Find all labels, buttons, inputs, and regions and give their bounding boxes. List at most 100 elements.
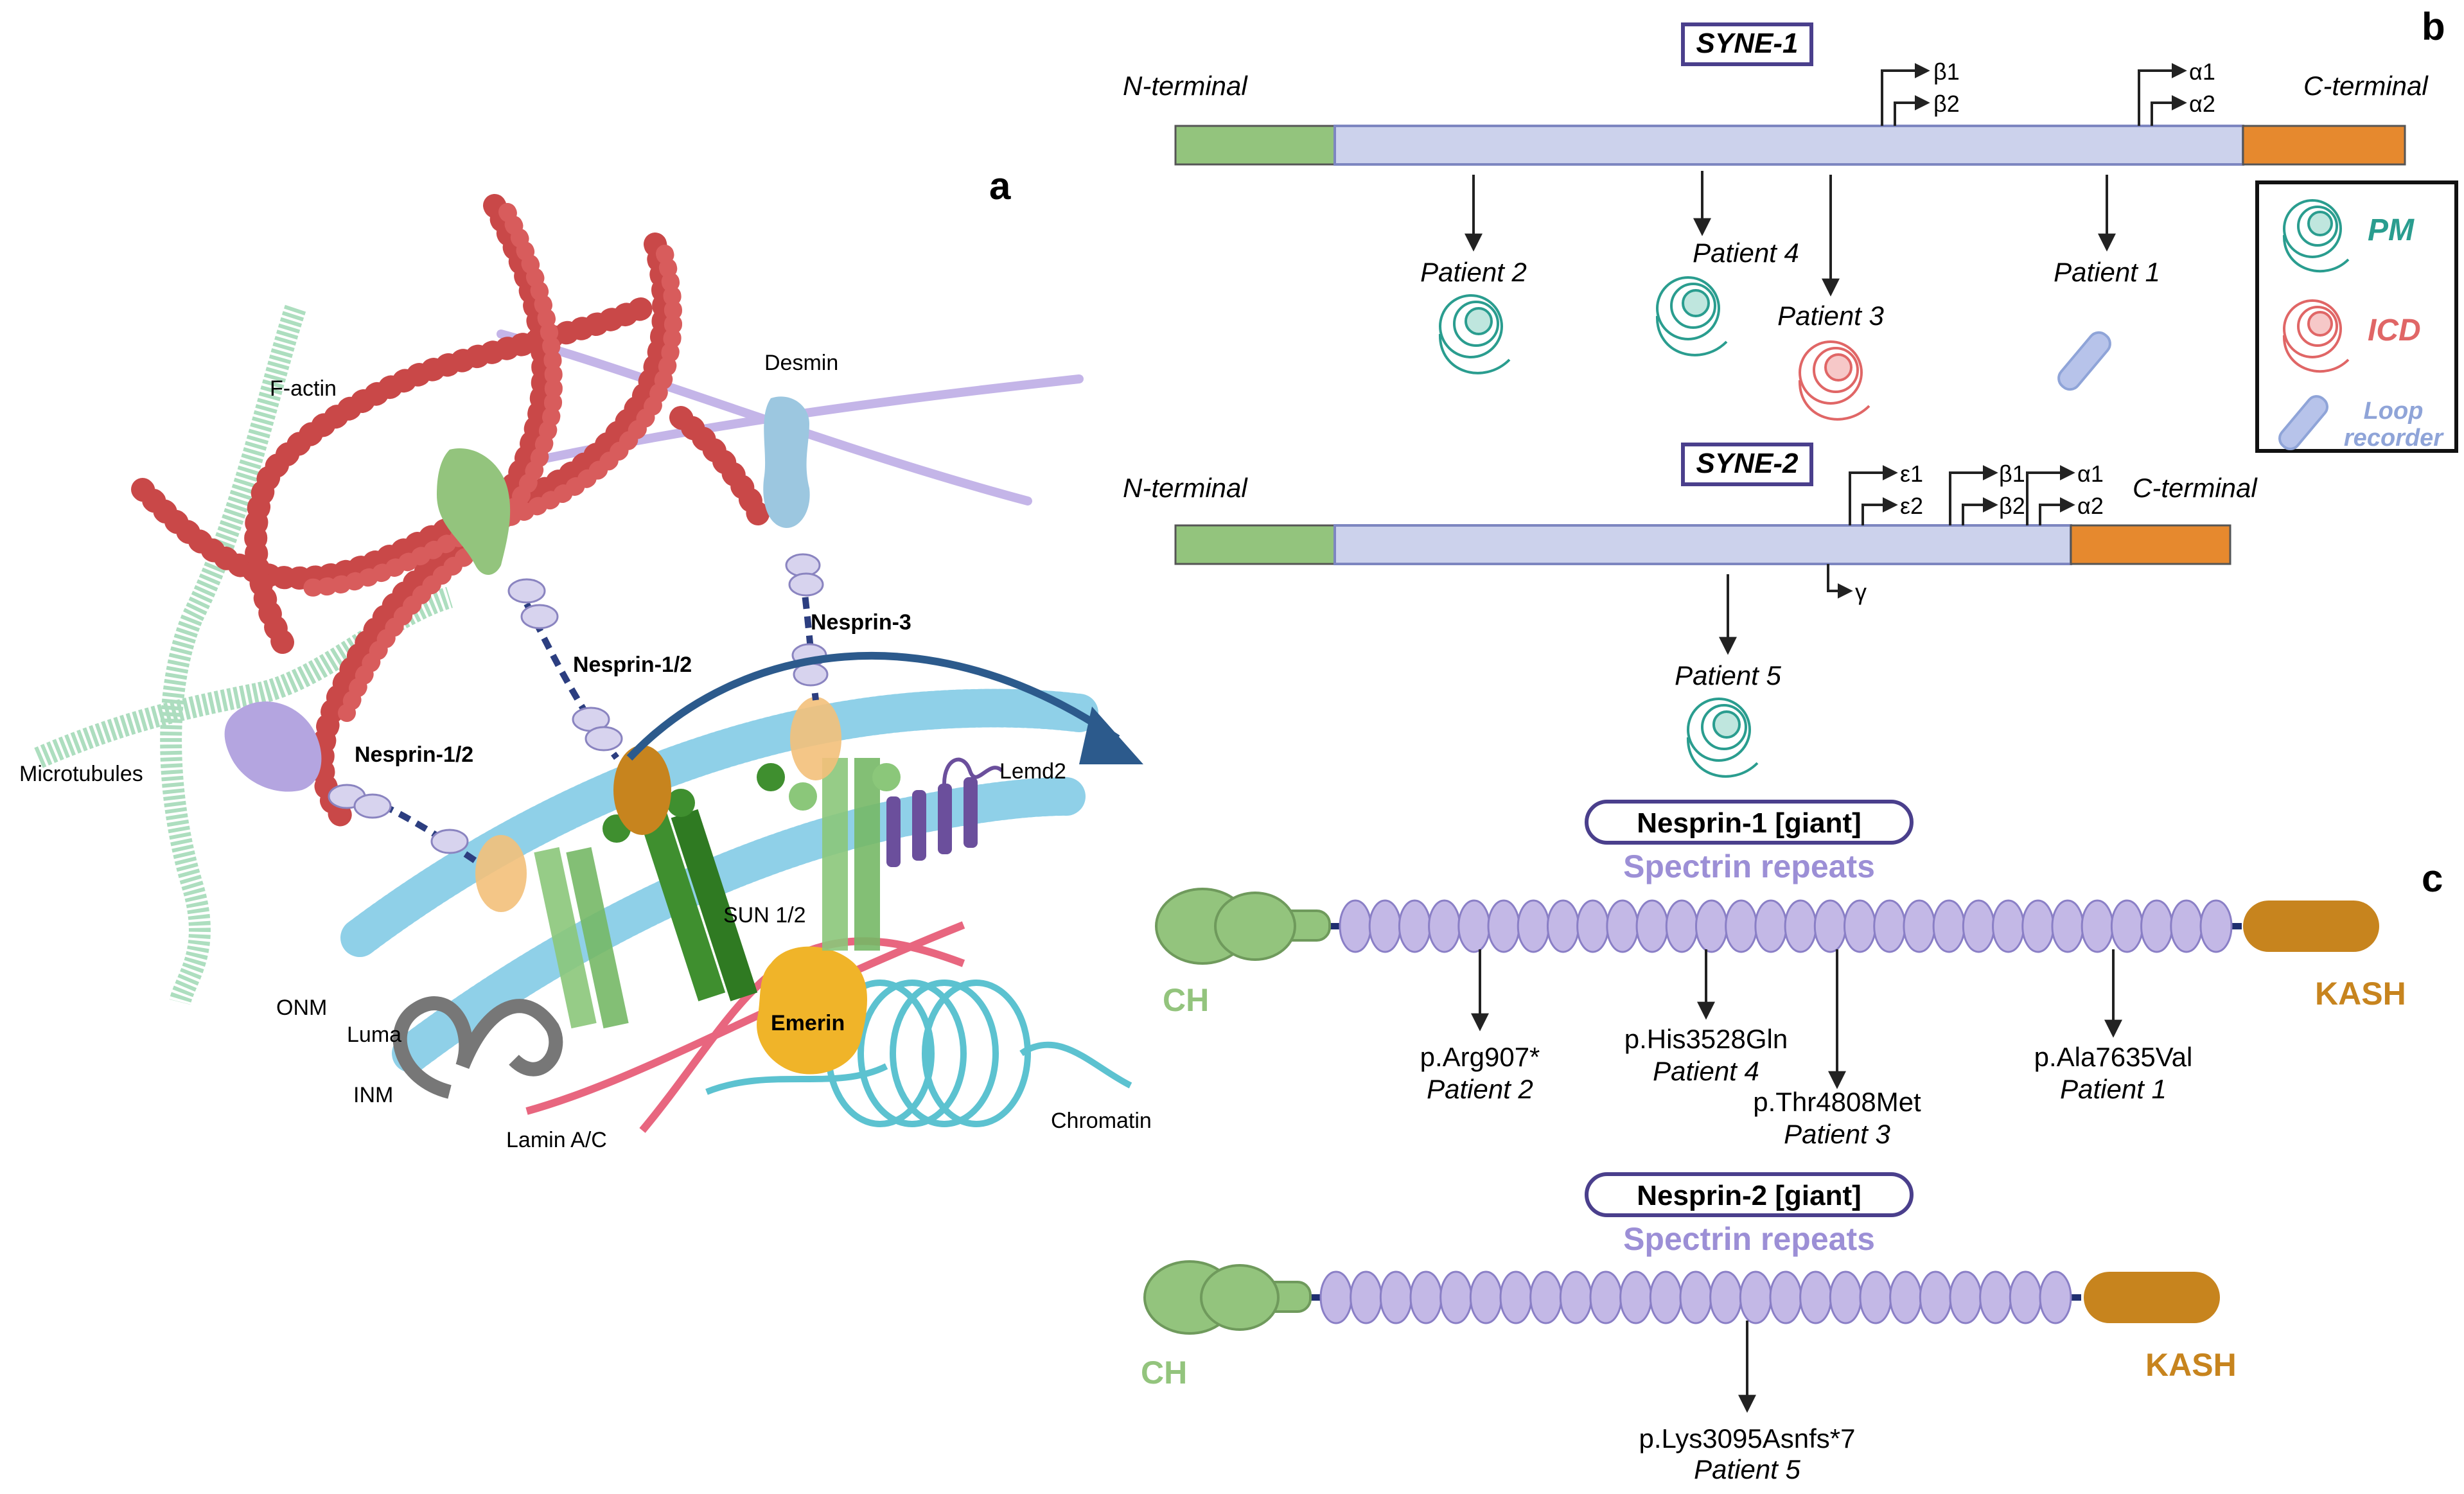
label-lemd2: Lemd2 xyxy=(999,759,1066,784)
spectrin-repeat xyxy=(2110,899,2143,953)
pacemaker-icon xyxy=(1438,294,1511,374)
panel-a-letter: a xyxy=(989,164,1011,207)
syne2-n-terminal: N-terminal xyxy=(1123,473,1248,503)
spectrin-repeat xyxy=(1635,899,1669,953)
luma-coil xyxy=(392,996,563,1099)
nesprin1-title-box xyxy=(1585,800,1914,845)
nesprin2-ch-label: CH xyxy=(1141,1355,1187,1391)
nesprin2-kash-label: KASH xyxy=(2145,1347,2237,1383)
label-nesprin12-left: Nesprin-1/2 xyxy=(355,743,473,767)
legend-loop-label-2: recorder xyxy=(2344,425,2444,452)
syne1-n-domain xyxy=(1174,125,1336,166)
spectrin-repeat xyxy=(1379,1270,1412,1324)
spectrin-repeat xyxy=(1606,899,1639,953)
spectrin-repeat xyxy=(1739,1270,1772,1324)
label-sun: SUN 1/2 xyxy=(723,903,806,927)
label-emerin: Emerin xyxy=(771,1011,845,1035)
syne2-promoter-a1: α1 xyxy=(2077,461,2104,487)
nesprin-head-actin xyxy=(437,448,511,575)
spectrin-repeat xyxy=(1649,1270,1682,1324)
syne2-title: SYNE-2 xyxy=(1696,448,1799,479)
spectrin-repeat xyxy=(1889,1270,1923,1324)
spectrin-repeat xyxy=(2039,1270,2072,1324)
microtubules-shape xyxy=(34,304,453,1005)
spectrin-repeat xyxy=(1319,1270,1353,1324)
syne1-patient-2: Patient 2 xyxy=(1420,257,1527,287)
variant-p-thr4808met: p.Thr4808Met xyxy=(1753,1087,1921,1117)
spectrin-repeat xyxy=(1439,1270,1473,1324)
panel-c-letter: c xyxy=(2422,857,2443,900)
nesprin1-variant-arrows xyxy=(1471,949,2122,1089)
spectrin-beads xyxy=(328,553,829,854)
nesprin2-subtitle: Spectrin repeats xyxy=(1623,1221,1875,1257)
syne1-rod-domain xyxy=(1333,125,2244,166)
spectrin-repeat xyxy=(1844,899,1877,953)
spectrin-repeat xyxy=(1576,899,1610,953)
loop-recorder-icon xyxy=(2057,331,2111,391)
nesprin-head-desmin xyxy=(763,396,810,528)
variant-p-ala7635val: p.Ala7635Val xyxy=(2034,1042,2193,1072)
variant-p-lys3095asnfs: p.Lys3095Asnfs*7 xyxy=(1639,1423,1855,1454)
syne1-patient-3: Patient 3 xyxy=(1777,301,1884,331)
spectrin-repeat xyxy=(1799,1270,1833,1324)
emerin-shape xyxy=(757,946,867,1075)
nesprin1-title: Nesprin-1 [giant] xyxy=(1637,807,1861,839)
panel-b: b SYNE-1 N-terminal C-terminal β1 β2 α1 … xyxy=(1123,5,2458,778)
nesprin2-spectrin-repeats xyxy=(1319,1270,2072,1324)
spectrin-repeat xyxy=(2081,899,2114,953)
icd-icon xyxy=(1798,340,1870,421)
spectrin-repeat xyxy=(1469,1270,1502,1324)
syne2-promoter-a2: α2 xyxy=(2077,493,2104,519)
nesprin1-ch-label: CH xyxy=(1163,982,1209,1018)
variant-patient-5: Patient 5 xyxy=(1694,1454,1800,1484)
spectrin-repeat xyxy=(1873,899,1906,953)
syne1-patient-1: Patient 1 xyxy=(2054,257,2160,287)
label-luma: Luma xyxy=(347,1023,401,1047)
spectrin-repeat xyxy=(1398,899,1431,953)
f-actin-strand-2 xyxy=(296,203,683,722)
nesprin1-subtitle: Spectrin repeats xyxy=(1623,848,1875,884)
spectrin-repeat xyxy=(1679,1270,1712,1324)
spectrin-repeat xyxy=(1979,1270,2012,1324)
variant-p-his3528gln: p.His3528Gln xyxy=(1624,1024,1788,1054)
spectrin-repeat xyxy=(1499,1270,1533,1324)
spectrin-repeat xyxy=(1949,1270,1982,1324)
spectrin-repeat xyxy=(1725,899,1758,953)
syne1-title: SYNE-1 xyxy=(1696,28,1799,59)
syne2-promoter-b2: β2 xyxy=(1999,493,2025,519)
nesprin2-kash-domain xyxy=(2084,1272,2220,1323)
syne1-promoter-b2: β2 xyxy=(1933,91,1960,117)
spectrin-repeat xyxy=(1709,1270,1743,1324)
legend-loop-label-1: Loop xyxy=(2364,398,2424,425)
zoom-arrow xyxy=(626,651,1120,761)
syne2-promoter-b1: β1 xyxy=(1999,461,2025,487)
label-onm: ONM xyxy=(276,996,327,1020)
syne1-promoter-b1: β1 xyxy=(1933,58,1960,85)
spectrin-repeat xyxy=(1546,899,1580,953)
legend-pm-icon xyxy=(2282,199,2350,273)
spectrin-repeat xyxy=(1769,1270,1802,1324)
pacemaker-icon xyxy=(1655,276,1728,356)
spectrin-repeat xyxy=(1962,899,1995,953)
spectrin-repeat xyxy=(1559,1270,1592,1324)
syne2-rod-domain xyxy=(1333,524,2072,565)
spectrin-repeat xyxy=(1903,899,1936,953)
spectrin-repeat xyxy=(1529,1270,1563,1324)
syne2-c-domain xyxy=(2070,524,2231,565)
variant-patient-4: Patient 4 xyxy=(1653,1056,1759,1086)
spectrin-repeat xyxy=(2021,899,2055,953)
spectrin-repeat xyxy=(2170,899,2203,953)
spectrin-repeat xyxy=(1932,899,1966,953)
label-nesprin3: Nesprin-3 xyxy=(811,610,911,635)
variant-patient-2: Patient 2 xyxy=(1427,1074,1533,1104)
label-lamin: Lamin A/C xyxy=(506,1128,607,1152)
syne2-n-domain xyxy=(1174,524,1336,565)
syne2-c-terminal: C-terminal xyxy=(2133,473,2258,503)
syne1-title-box xyxy=(1681,22,1813,66)
spectrin-repeat xyxy=(2051,899,2084,953)
syne1-promoter-a1: α1 xyxy=(2189,58,2215,85)
syne2-patient-5: Patient 5 xyxy=(1675,660,1781,690)
spectrin-repeat xyxy=(1517,899,1550,953)
spectrin-repeat xyxy=(1428,899,1461,953)
